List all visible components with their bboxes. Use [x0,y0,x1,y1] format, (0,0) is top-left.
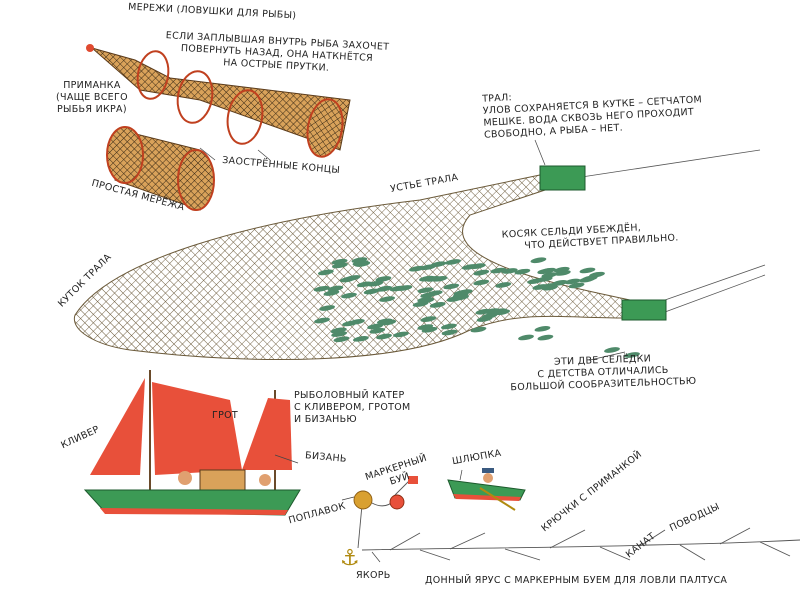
herring-icon [441,329,458,336]
herring-icon [553,266,570,273]
herring-icon [363,288,380,295]
bait-label: ПРИМАНКА (ЧАЩЕ ВСЕГО РЫБЬЯ ИКРА) [56,80,128,116]
herring-icon [376,285,393,292]
herring-icon [461,264,478,270]
herring-icon [376,333,392,340]
herring-icon [604,347,620,353]
herring-icon [495,282,512,288]
herring-icon [537,268,554,275]
trap-simple [106,126,215,211]
longline: ⚓ [340,476,800,571]
herring-icon [323,290,340,296]
herring-icon [327,285,344,292]
herring-icon [568,282,585,289]
herring-icon [353,336,369,342]
herring-icon [441,323,457,330]
longline-caption: ДОННЫЙ ЯРУС С МАРКЕРНЫМ БУЕМ ДЛЯ ЛОВЛИ П… [425,575,728,586]
trawl-board-top [539,165,586,191]
herring-icon [534,326,551,332]
herring-icon [530,257,547,264]
herring-icon [313,285,330,292]
trawl-board-bottom [621,299,667,321]
herring-icon [426,290,443,297]
boat-description: РЫБОЛОВНЫЙ КАТЕР С КЛИВЕРОМ, ГРОТОМ И БИ… [294,390,411,426]
trap-long [86,44,351,158]
herring-icon [564,278,581,285]
jib-sail [90,378,145,475]
herring-icon [537,334,554,341]
two-herrings-label: ЭТИ ДВЕ СЕЛЁДКИ С ДЕТСТВА ОТЛИЧАЛИСЬ БОЛ… [509,352,696,394]
herring-icon [317,269,334,276]
herring-icon [332,262,348,269]
herring-icon [375,276,392,282]
herring-icon [393,331,409,338]
herring-icon [342,320,358,327]
herring-icon [389,285,406,292]
herring-icon [579,267,596,274]
herring-school [313,257,640,358]
herring-icon [408,265,425,272]
herring-icon [514,268,531,275]
herring-icon [473,279,490,286]
herring-icon [536,276,553,282]
herring-icon [484,308,500,314]
bait-icon [86,44,94,52]
herring-icon [420,316,437,322]
text-line: С КЛИВЕРОМ, ГРОТОМ [294,402,411,413]
herring-icon [417,296,434,303]
herring-icon [367,323,384,330]
callout-lines [199,139,626,563]
herring-icon [470,326,487,333]
herring-icon [344,275,361,281]
herring-icon [481,312,498,319]
marker-buoy-icon [389,494,405,510]
anchor-label: ЯКОРЬ [356,570,391,581]
herring-icon [333,336,350,343]
herring-icon [501,268,518,274]
mainsail-label: ГРОТ [212,410,239,421]
herring-icon [425,276,441,282]
text-line: РЫБОЛОВНЫЙ КАТЕР [294,390,405,401]
herring-icon [429,302,446,308]
herring-icon [589,271,605,278]
herring-icon [341,292,357,299]
herring-icon [412,301,429,307]
herring-icon [430,261,447,267]
herring-icon [379,296,395,302]
dinghy [447,468,526,511]
herring-icon [314,317,330,324]
herring-icon [453,294,469,301]
herring-icon [473,269,490,276]
herring-icon [330,327,347,334]
text-line: И БИЗАНЬЮ [294,414,357,425]
herring-icon [421,326,438,333]
herring-icon [351,257,368,263]
float-icon [353,490,373,510]
fishing-boat [83,370,301,516]
herring-icon [624,352,640,358]
herring-icon [319,305,335,311]
herring-icon [417,287,434,294]
text-line: ПРИМАНКА [63,80,121,91]
herring-icon [579,276,595,283]
herring-icon [443,283,460,290]
herring-icon [445,259,461,265]
anchor-icon: ⚓ [340,546,360,571]
herring-icon [551,280,568,286]
mizzen-sail [242,398,292,470]
text-line: (ЧАЩЕ ВСЕГО [56,92,128,103]
text-line: РЫБЬЯ ИКРА) [57,104,127,115]
herring-icon [369,327,386,334]
herring-icon [356,281,373,288]
herring-icon [376,318,393,325]
herring-icon [518,334,534,341]
main-sail [152,382,242,475]
herring-icon [542,284,558,291]
